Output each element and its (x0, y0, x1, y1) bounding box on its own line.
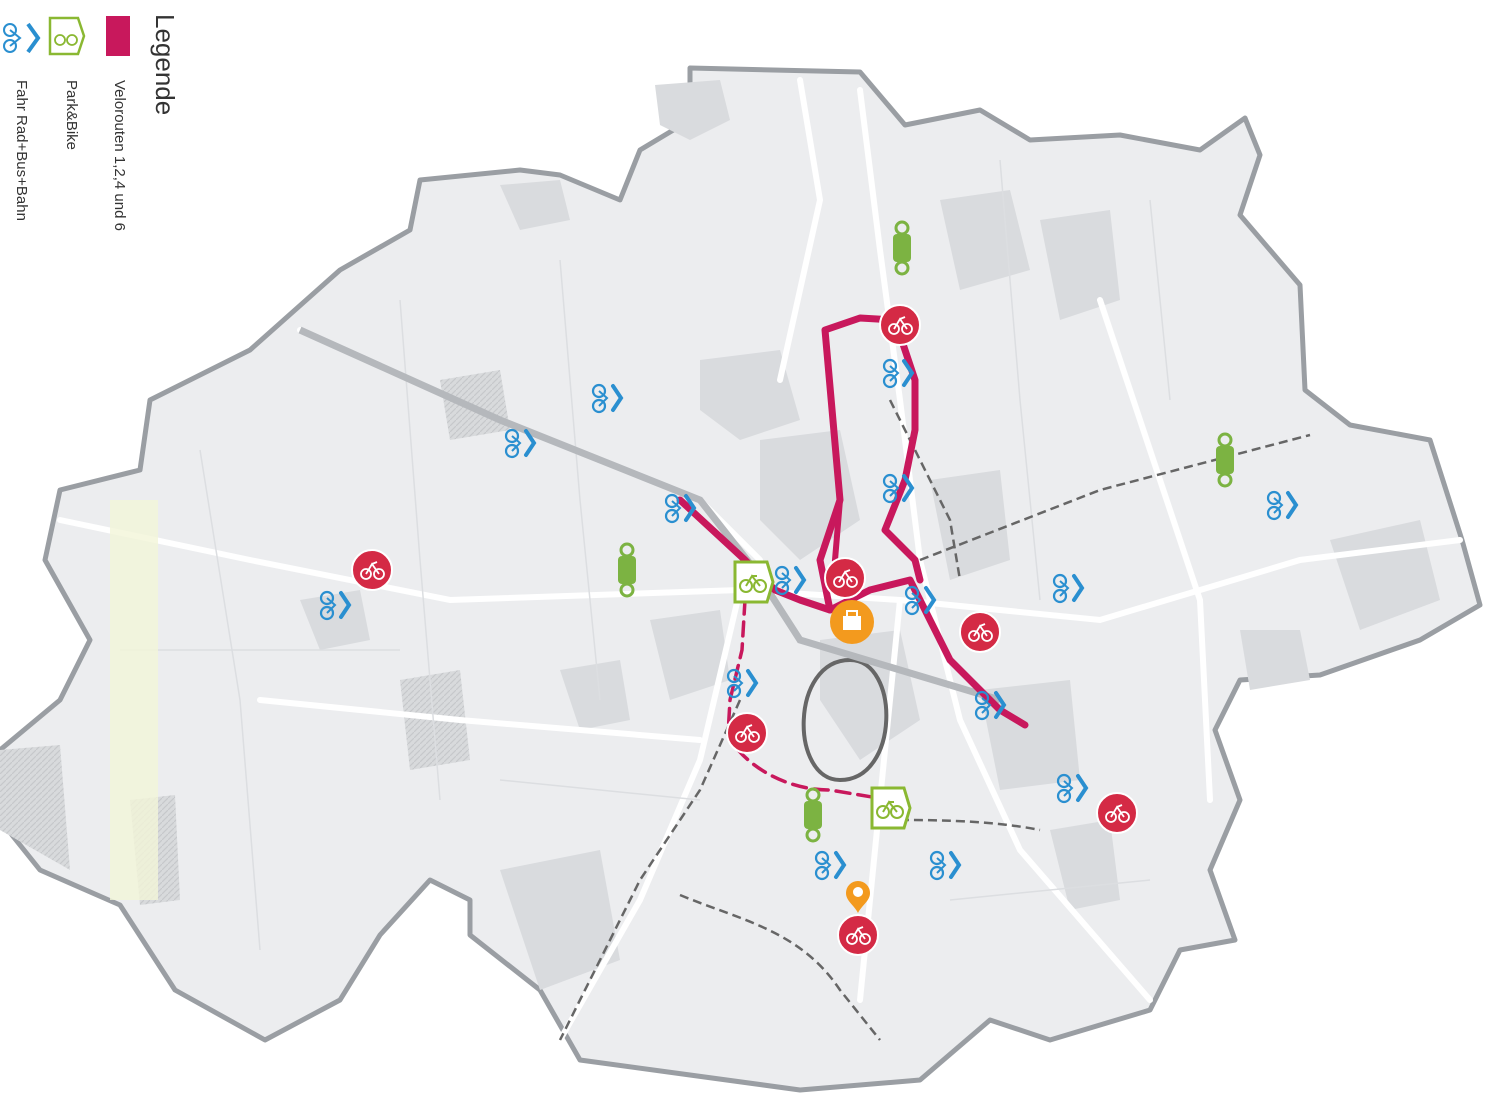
park-and-bike-marker[interactable] (870, 786, 912, 830)
bike-station-icon[interactable] (824, 557, 866, 599)
green-bike-icon[interactable] (618, 542, 636, 598)
location-marker-icon[interactable] (830, 600, 874, 644)
bike-transfer-icon[interactable] (904, 585, 937, 616)
green-bike-icon[interactable] (1216, 432, 1234, 488)
park-and-bike-icon (876, 800, 904, 819)
bike-transfer-icon[interactable] (664, 493, 697, 524)
bike-transfer-icon[interactable] (504, 428, 537, 459)
bike-transfer-icon[interactable] (774, 565, 807, 596)
bike-transfer-icon[interactable] (591, 383, 624, 414)
park-and-bike-marker[interactable] (733, 560, 775, 604)
green-bike-icon[interactable] (804, 787, 822, 843)
bike-station-icon[interactable] (959, 611, 1001, 653)
bike-station-icon[interactable] (351, 549, 393, 591)
bike-transfer-icon[interactable] (726, 668, 759, 699)
bike-bus-train-icon (3, 22, 41, 54)
bike-transfer-icon[interactable] (319, 590, 352, 621)
bike-transfer-icon[interactable] (1266, 490, 1299, 521)
bike-transfer-icon[interactable] (814, 850, 847, 881)
bike-transfer-icon[interactable] (882, 473, 915, 504)
bike-transfer-icon[interactable] (882, 358, 915, 389)
bike-station-icon[interactable] (1096, 792, 1138, 834)
legend (3, 16, 130, 56)
park-and-bike-icon (739, 574, 767, 593)
built-up-areas (300, 80, 1440, 990)
bike-transfer-icon[interactable] (929, 850, 962, 881)
bike-transfer-icon[interactable] (974, 690, 1007, 721)
ring-railway (801, 657, 889, 783)
transfer-points-layer (319, 358, 1299, 881)
bike-station-icon[interactable] (837, 914, 879, 956)
border-strip (110, 500, 158, 900)
green-bikes-layer (618, 220, 1234, 843)
bike-transfer-icon[interactable] (1056, 773, 1089, 804)
bike-station-icon[interactable] (879, 304, 921, 346)
park-and-bike-icon (48, 16, 86, 56)
minor-streets (120, 159, 1171, 951)
location-marker-icon[interactable] (846, 881, 870, 913)
green-bike-icon[interactable] (893, 220, 911, 276)
bike-transfer-icon[interactable] (1052, 573, 1085, 604)
bike-stations-layer (351, 304, 1138, 956)
route-swatch-icon (106, 16, 130, 56)
bike-station-icon[interactable] (726, 712, 768, 754)
